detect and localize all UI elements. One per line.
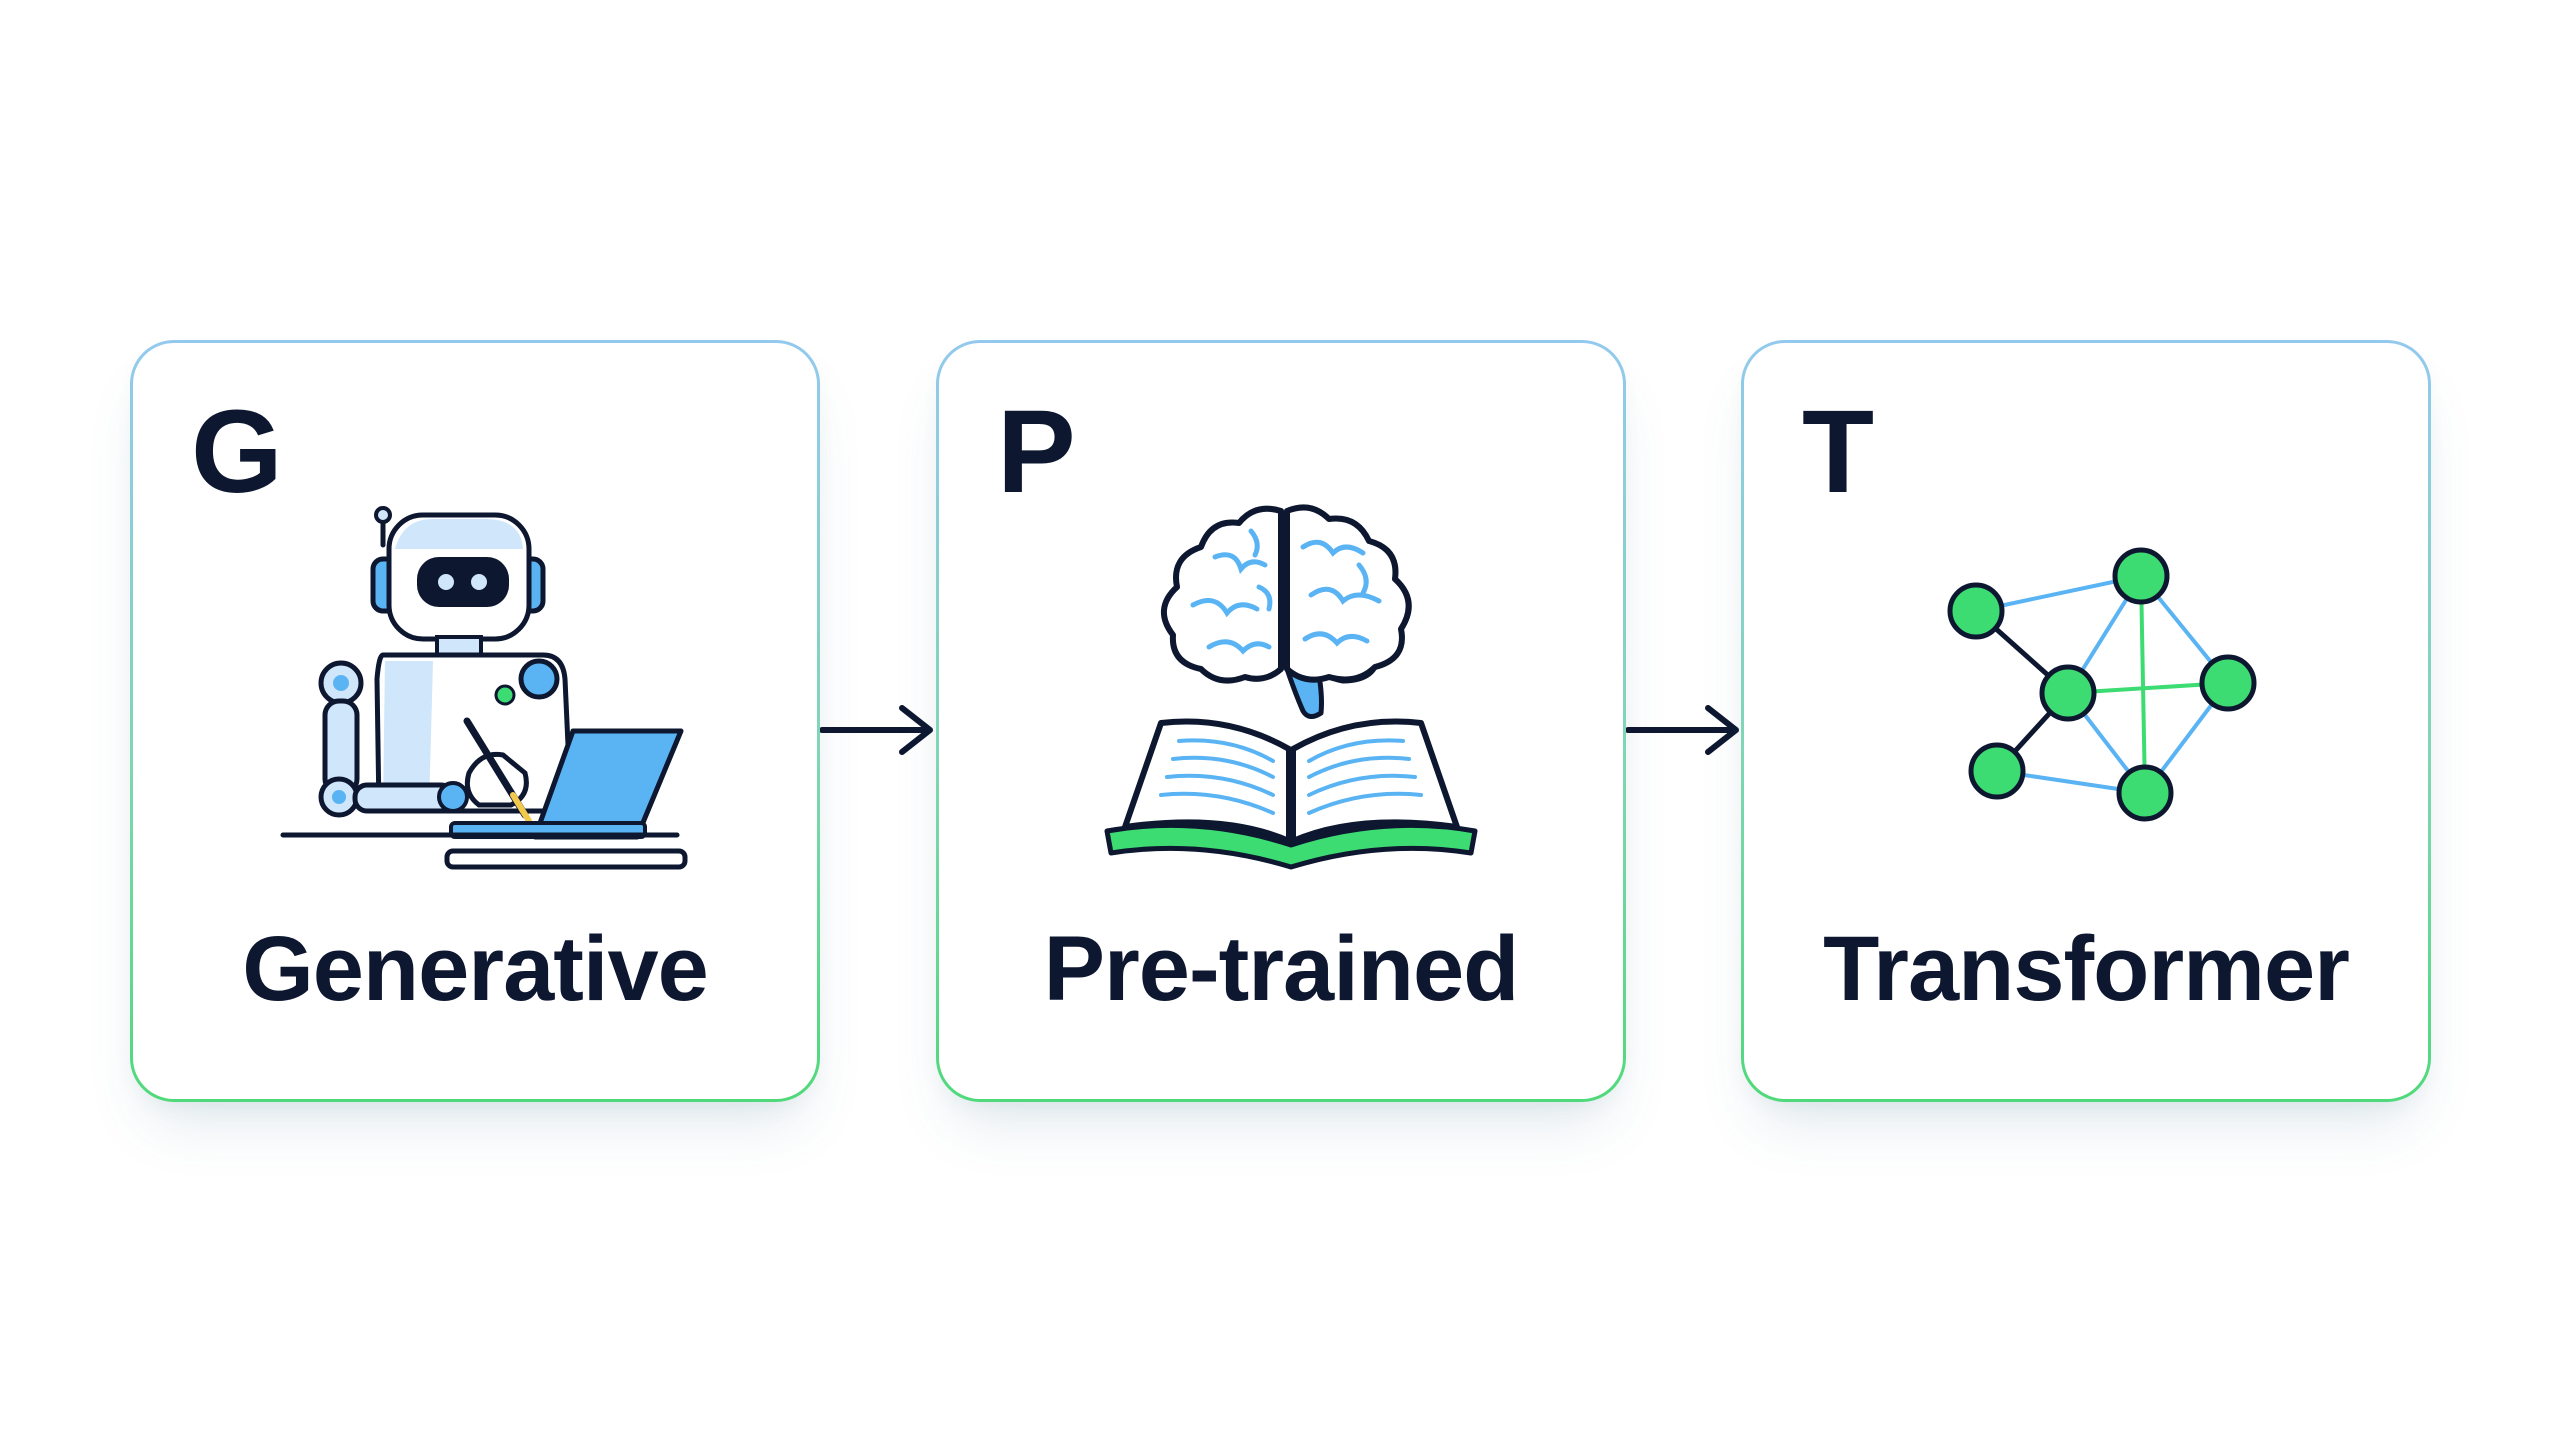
card-letter-p: P bbox=[997, 386, 1076, 518]
brain-book-icon bbox=[1104, 504, 1478, 870]
arrow-right-icon bbox=[1626, 705, 1739, 755]
card-word-transformer: Transformer bbox=[1823, 918, 2350, 1020]
card-transformer: T Transformer bbox=[1741, 340, 2431, 1102]
card-letter-g: G bbox=[191, 386, 283, 518]
card-letter-t: T bbox=[1802, 386, 1875, 518]
card-word-generative: Generative bbox=[242, 918, 709, 1020]
arrow-right-icon bbox=[820, 705, 933, 755]
robot-writing-icon bbox=[280, 506, 688, 870]
card-pre-trained: P bbox=[936, 340, 1626, 1102]
network-graph-icon bbox=[1947, 547, 2257, 822]
card-word-pre-trained: Pre-trained bbox=[1043, 918, 1520, 1020]
card-generative: G bbox=[130, 340, 820, 1102]
